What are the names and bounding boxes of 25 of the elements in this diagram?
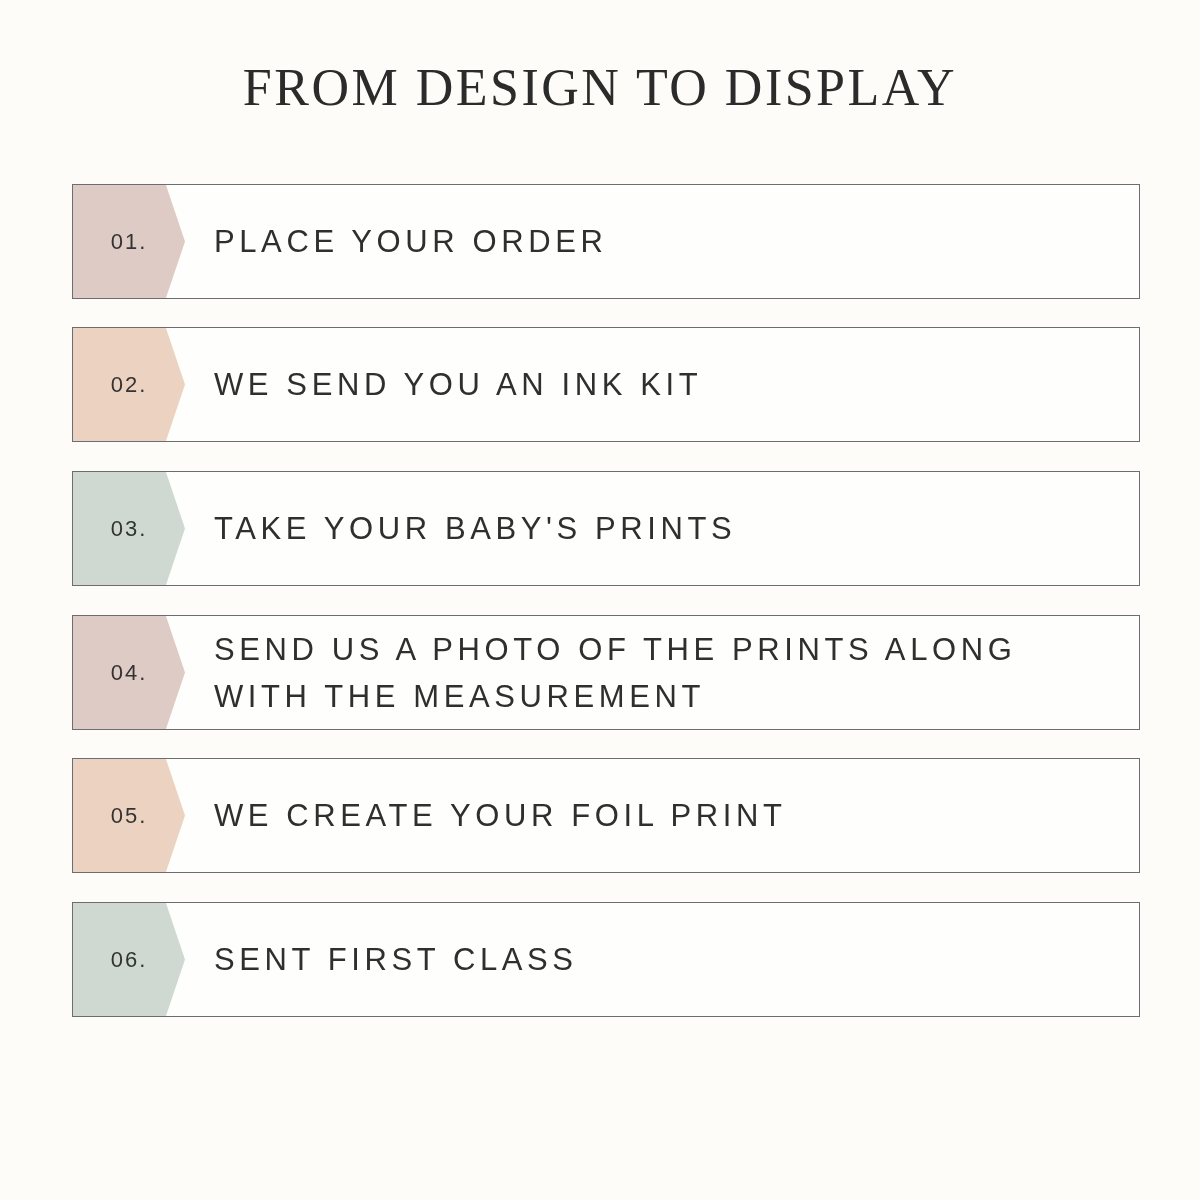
step-number: 01. (110, 227, 148, 256)
step-number: 05. (110, 801, 148, 830)
step-text: SENT FIRST CLASS (214, 941, 578, 979)
chevron-tab (73, 185, 185, 298)
chevron-tab (73, 903, 185, 1016)
chevron-tab (73, 616, 185, 729)
title: FROM DESIGN TO DISPLAY (242, 58, 958, 118)
step-number: 06. (110, 945, 148, 974)
step-row (72, 327, 1140, 442)
step-row (72, 758, 1140, 873)
step-number: 04. (110, 658, 148, 687)
chevron-tab (73, 328, 185, 441)
step-number: 02. (110, 370, 148, 399)
step-row (72, 471, 1140, 586)
chevron-tab (73, 759, 185, 872)
step-text: WE SEND YOU AN INK KIT (214, 366, 703, 404)
step-row (72, 184, 1140, 299)
step-row (72, 902, 1140, 1017)
step-text: WE CREATE YOUR FOIL PRINT (214, 797, 787, 835)
step-text: SEND US A PHOTO OF THE PRINTS ALONG WITH THE MEASUREMENT (214, 630, 1018, 716)
step-number: 03. (110, 514, 148, 543)
chevron-tab (73, 472, 185, 585)
step-row (72, 615, 1140, 730)
step-text: TAKE YOUR BABY'S PRINTS (214, 510, 737, 548)
step-text: PLACE YOUR ORDER (214, 223, 608, 261)
